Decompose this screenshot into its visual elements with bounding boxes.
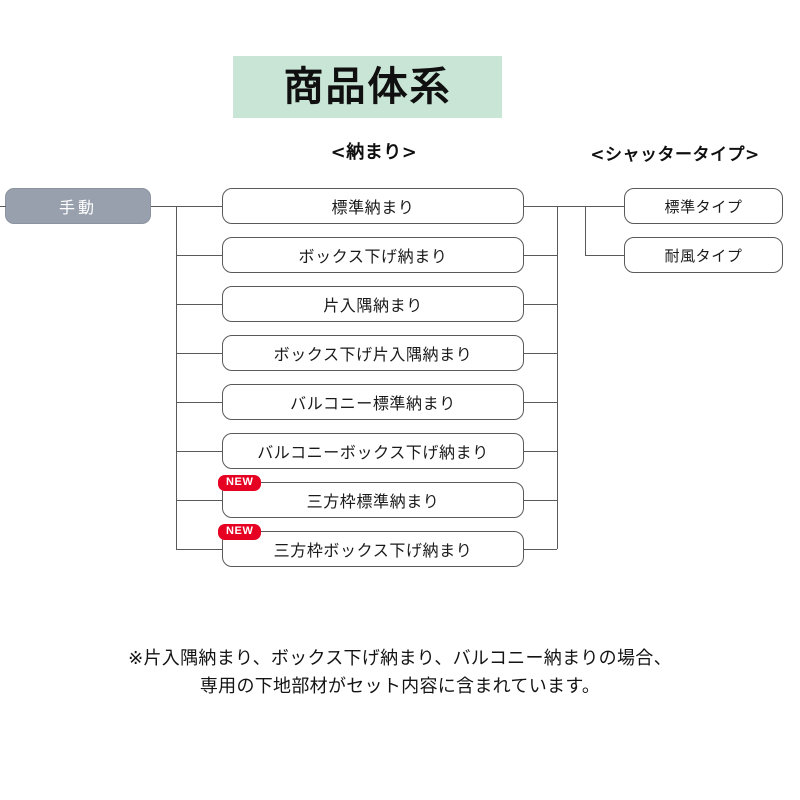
node-nosumari-2[interactable]: ボックス下げ納まり	[222, 237, 524, 273]
node-nosumari-4[interactable]: ボックス下げ片入隅納まり	[222, 335, 524, 371]
connector-shutter-row2	[585, 255, 625, 256]
node-shutter-2[interactable]: 耐風タイプ	[624, 237, 783, 273]
connector-shutter-trunk	[585, 206, 586, 255]
node-nosumari-6[interactable]: バルコニーボックス下げ納まり	[222, 433, 524, 469]
node-nosumari-label-4: ボックス下げ片入隅納まり	[273, 345, 473, 364]
node-nosumari-8[interactable]: 三方枠ボックス下げ納まり	[222, 531, 524, 567]
node-shutter-label-1: 標準タイプ	[664, 197, 743, 216]
connector-trunk-to-shutter	[557, 206, 625, 207]
connector-nosumari-out-5	[524, 402, 557, 403]
connector-nosumari-out-2	[524, 255, 557, 256]
connector-nosumari-in-7	[176, 500, 222, 501]
title-banner: 商品体系	[233, 56, 502, 118]
connector-nosumari-in-1	[176, 206, 222, 207]
root-node-label: 手動	[58, 198, 97, 217]
connector-right-trunk	[557, 206, 558, 549]
page-title: 商品体系	[283, 64, 452, 110]
node-nosumari-label-5: バルコニー標準納まり	[290, 394, 456, 413]
node-nosumari-3[interactable]: 片入隅納まり	[222, 286, 524, 322]
node-nosumari-7[interactable]: 三方枠標準納まり	[222, 482, 524, 518]
footnote-line-2: 専用の下地部材がセット内容に含まれています。	[199, 675, 601, 697]
connector-nosumari-in-3	[176, 304, 222, 305]
node-nosumari-label-1: 標準納まり	[331, 198, 415, 217]
node-nosumari-1[interactable]: 標準納まり	[222, 188, 524, 224]
node-shutter-1[interactable]: 標準タイプ	[624, 188, 783, 224]
connector-left-trunk	[176, 206, 177, 549]
connector-nosumari-in-2	[176, 255, 222, 256]
connector-nosumari-in-5	[176, 402, 222, 403]
column-header-nosumari: <納まり>	[330, 142, 418, 163]
connector-nosumari-out-3	[524, 304, 557, 305]
node-nosumari-5[interactable]: バルコニー標準納まり	[222, 384, 524, 420]
footnote-line-1: ※片入隅納まり、ボックス下げ納まり、バルコニー納まりの場合、	[128, 648, 672, 669]
footnote: ※片入隅納まり、ボックス下げ納まり、バルコニー納まりの場合、 専用の下地部材がセ…	[60, 645, 740, 701]
column-header-shutter-type: <シャッタータイプ>	[590, 145, 760, 165]
connector-nosumari-out-6	[524, 451, 557, 452]
connector-nosumari-out-4	[524, 353, 557, 354]
connector-nosumari-out-8	[524, 549, 557, 550]
connector-nosumari-out-1	[524, 206, 557, 207]
new-badge-7: NEW	[218, 475, 262, 491]
connector-nosumari-in-6	[176, 451, 222, 452]
root-node-manual[interactable]: 手動	[5, 188, 151, 224]
connector-nosumari-out-7	[524, 500, 557, 501]
node-nosumari-label-6: バルコニーボックス下げ納まり	[257, 443, 489, 462]
node-nosumari-label-3: 片入隅納まり	[323, 296, 423, 315]
connector-nosumari-in-4	[176, 353, 222, 354]
new-badge-8: NEW	[218, 524, 262, 540]
node-nosumari-label-2: ボックス下げ納まり	[298, 247, 448, 266]
connector-root-left-stub	[0, 206, 6, 207]
node-nosumari-label-8: 三方枠ボックス下げ納まり	[273, 541, 473, 560]
node-shutter-label-2: 耐風タイプ	[664, 246, 743, 265]
connector-nosumari-in-8	[176, 549, 222, 550]
node-nosumari-label-7: 三方枠標準納まり	[306, 492, 440, 511]
